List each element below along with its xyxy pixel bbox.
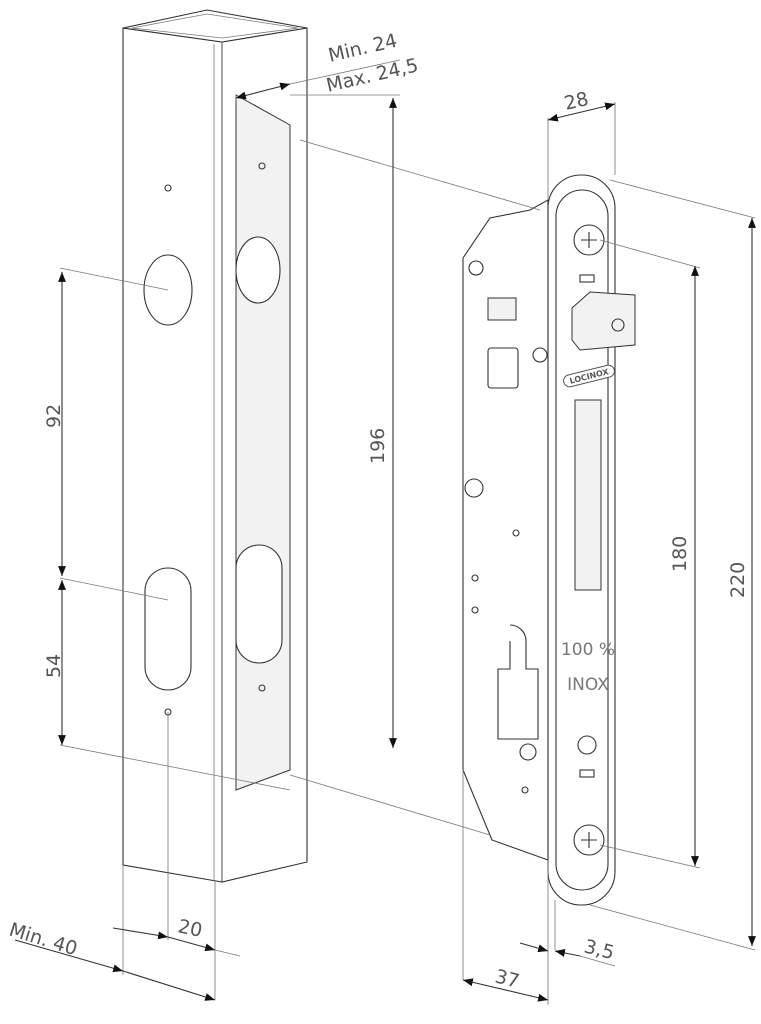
material-text-1: 100 % bbox=[561, 640, 615, 660]
mortise-lock: LOCINOX 100 % INOX bbox=[462, 174, 636, 906]
gate-tube bbox=[122, 9, 308, 883]
dim-20: 20 bbox=[176, 915, 204, 942]
dim-54: 54 bbox=[43, 654, 65, 678]
dim-min-40: Min. 40 bbox=[7, 919, 80, 961]
cylinder-hole bbox=[497, 624, 539, 740]
dim-180: 180 bbox=[669, 536, 691, 572]
material-text-2: INOX bbox=[567, 675, 609, 695]
tube-slot-hole-front bbox=[144, 567, 192, 691]
dimension-labels: Min. 24 Max. 24,5 28 92 54 196 180 220 M… bbox=[7, 30, 749, 993]
dim-28: 28 bbox=[562, 88, 591, 115]
latch bbox=[571, 291, 636, 351]
deadbolt-slot bbox=[574, 399, 602, 591]
tube-slot-hole-side bbox=[235, 544, 283, 664]
extension-lines bbox=[59, 94, 756, 1005]
dim-3-5: 3,5 bbox=[582, 936, 617, 965]
dim-196: 196 bbox=[367, 428, 389, 464]
dim-92: 92 bbox=[43, 404, 65, 428]
dim-37: 37 bbox=[493, 966, 522, 993]
tube-round-hole-side bbox=[235, 236, 281, 304]
dimension-lines bbox=[14, 59, 756, 1002]
dim-220: 220 bbox=[727, 562, 749, 598]
